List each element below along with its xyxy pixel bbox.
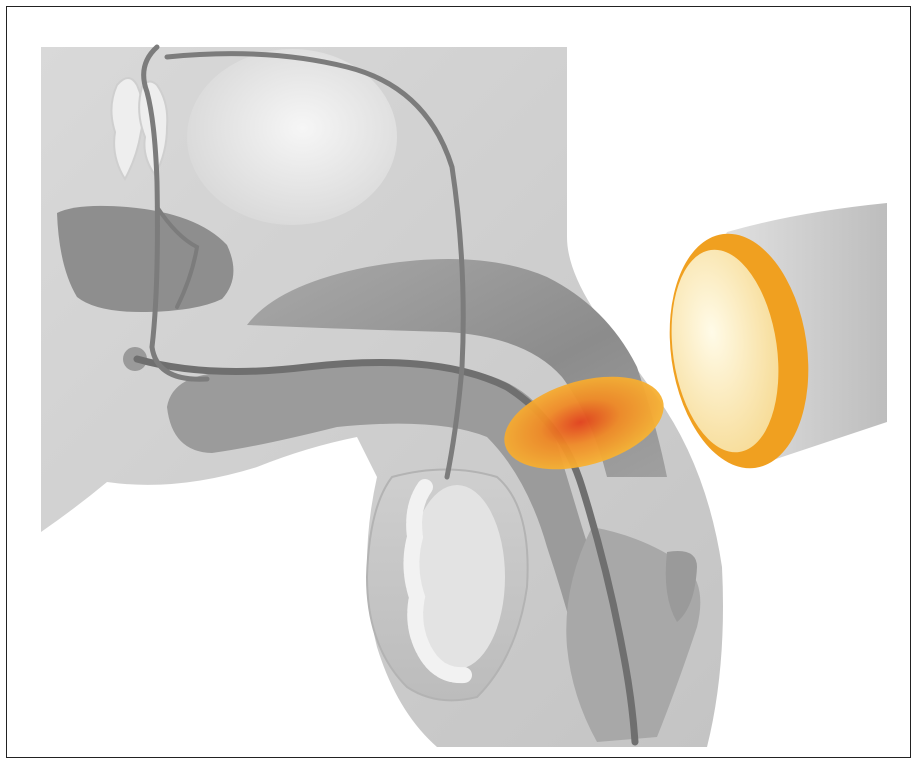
bladder	[187, 49, 397, 225]
anatomy-diagram	[7, 7, 912, 759]
figure-frame	[6, 6, 911, 758]
